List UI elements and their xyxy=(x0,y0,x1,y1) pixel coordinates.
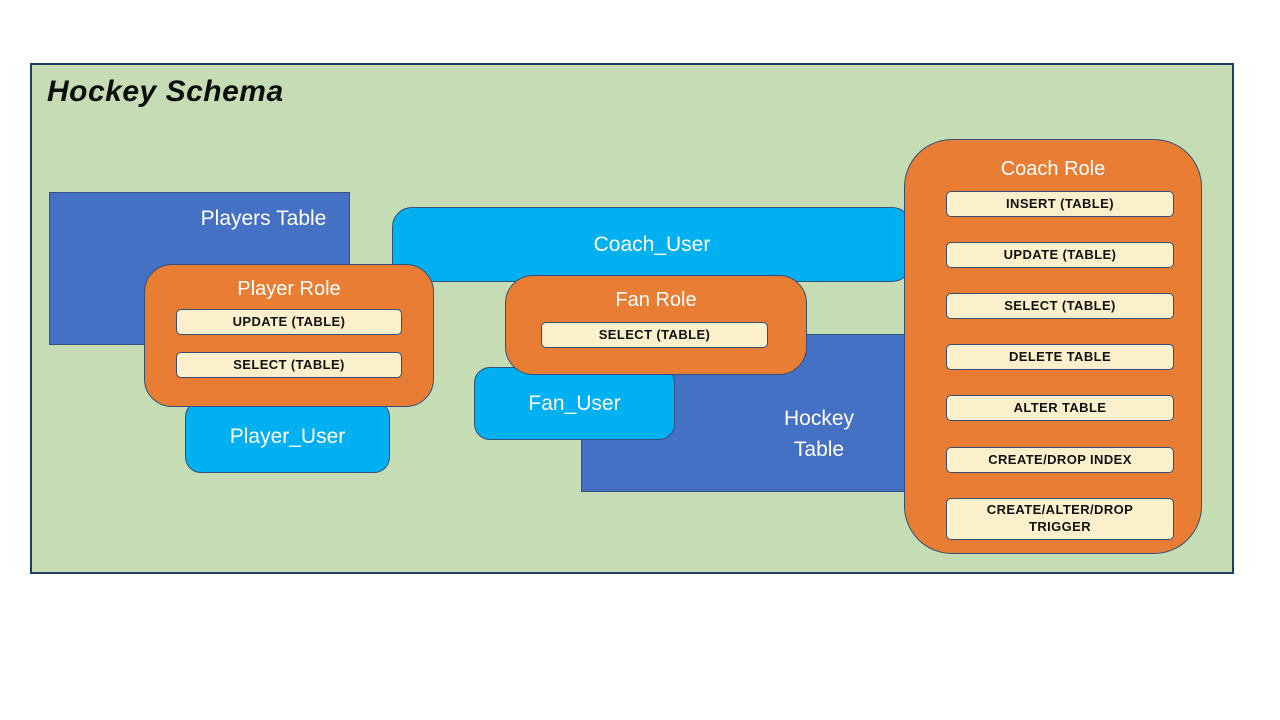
fan-user-label: Fan_User xyxy=(528,391,621,415)
hockey-table-label-line1: Hockey xyxy=(783,407,855,430)
privilege-player-update-table: UPDATE (TABLE) xyxy=(176,309,402,335)
player-user-label: Player_User xyxy=(229,425,346,448)
privilege-coach-create-alter-drop-trigger: CREATE/ALTER/DROP TRIGGER xyxy=(946,498,1174,540)
hockey-table-label-line2: Table xyxy=(793,438,845,461)
privilege-player-select-table: SELECT (TABLE) xyxy=(176,352,402,378)
coach-role-shape: Coach Role INSERT (TABLE) UPDATE (TABLE)… xyxy=(904,139,1202,554)
coach-role-title: Coach Role xyxy=(1000,158,1106,180)
player-role-shape: Player Role UPDATE (TABLE) SELECT (TABLE… xyxy=(144,264,434,407)
privilege-coach-delete-table: DELETE TABLE xyxy=(946,344,1174,370)
schema-boundary: Hockey Schema Players Table Hockey Table… xyxy=(30,63,1234,574)
player-role-title: Player Role xyxy=(237,278,341,300)
player-user-shape: Player_User xyxy=(185,401,390,473)
schema-title: Hockey Schema xyxy=(47,75,284,108)
privilege-coach-alter-table: ALTER TABLE xyxy=(946,395,1174,421)
privilege-fan-select-table: SELECT (TABLE) xyxy=(541,322,768,348)
players-table-label: Players Table xyxy=(200,207,327,230)
fan-role-shape: Fan Role SELECT (TABLE) xyxy=(505,275,807,375)
fan-role-title: Fan Role xyxy=(615,289,697,311)
coach-user-shape: Coach_User xyxy=(392,207,912,282)
fan-user-shape: Fan_User xyxy=(474,367,675,440)
privilege-coach-update-table: UPDATE (TABLE) xyxy=(946,242,1174,268)
privilege-coach-select-table: SELECT (TABLE) xyxy=(946,293,1174,319)
privilege-coach-create-drop-index: CREATE/DROP INDEX xyxy=(946,447,1174,473)
privilege-coach-insert-table: INSERT (TABLE) xyxy=(946,191,1174,217)
coach-user-label: Coach_User xyxy=(593,232,711,256)
